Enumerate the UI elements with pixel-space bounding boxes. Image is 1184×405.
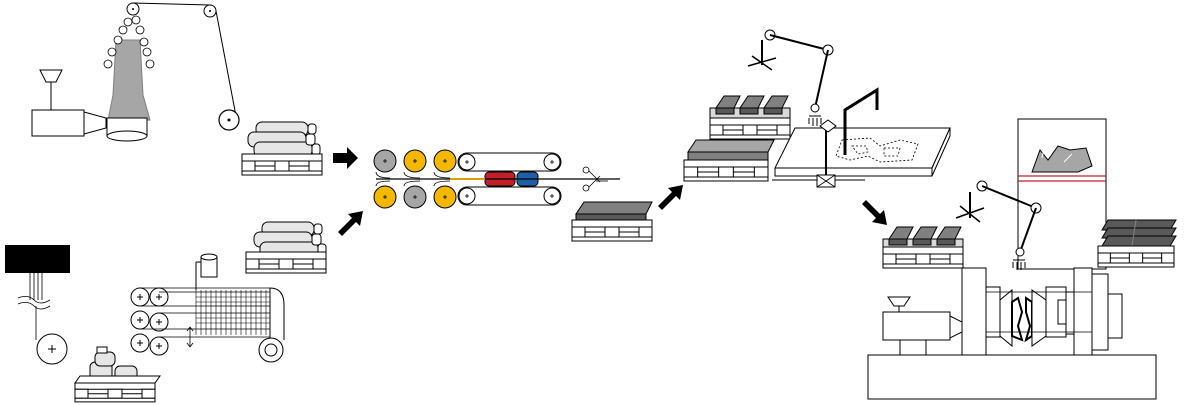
arrow-to-cutting bbox=[658, 185, 683, 210]
lamination-stage bbox=[374, 150, 620, 208]
pallet-icon bbox=[245, 251, 327, 274]
robot-arm-icon bbox=[956, 181, 1041, 270]
film-blowing-stage bbox=[32, 3, 239, 141]
take-up-reel-icon bbox=[219, 110, 239, 130]
arrow-to-lamination-top bbox=[333, 147, 358, 169]
preview-panel bbox=[1018, 119, 1106, 269]
extruder-icon bbox=[32, 70, 106, 136]
part-stack-icon bbox=[1097, 220, 1176, 268]
fiber-spinning-stage bbox=[5, 245, 160, 403]
roller-stack-icon bbox=[374, 150, 456, 208]
injection-moulding-machine-icon bbox=[868, 268, 1156, 399]
pallet-icon bbox=[571, 219, 653, 242]
film-rolls-pallet bbox=[241, 121, 323, 176]
film-bubble-icon bbox=[104, 3, 236, 141]
roll-stack-icon bbox=[247, 121, 321, 158]
sheet-pallet bbox=[571, 202, 653, 242]
yarn-pallet-icon bbox=[75, 347, 160, 403]
double-belt-press-icon bbox=[376, 153, 620, 205]
pallet-icon bbox=[241, 153, 323, 176]
arrow-to-moulding bbox=[862, 200, 887, 225]
robot-arm-icon bbox=[748, 30, 833, 126]
cutting-table-icon bbox=[772, 90, 950, 187]
sheet-stack-icon bbox=[683, 140, 774, 182]
arrow-to-lamination-bottom bbox=[338, 211, 363, 236]
blank-stack-icon bbox=[882, 226, 964, 269]
cloth-roll-icon bbox=[259, 288, 284, 362]
spinneret-icon bbox=[5, 245, 70, 340]
loom-icon bbox=[130, 254, 270, 356]
sheet-stack-icon bbox=[576, 202, 652, 220]
bobbin-icon bbox=[37, 334, 67, 364]
moulding-stage bbox=[868, 119, 1176, 399]
fabric-rolls-pallet bbox=[245, 221, 327, 274]
cutting-stage bbox=[683, 30, 950, 187]
blank-stack-icon bbox=[709, 95, 791, 140]
weaving-stage bbox=[130, 254, 284, 362]
scissors-icon bbox=[583, 167, 608, 191]
